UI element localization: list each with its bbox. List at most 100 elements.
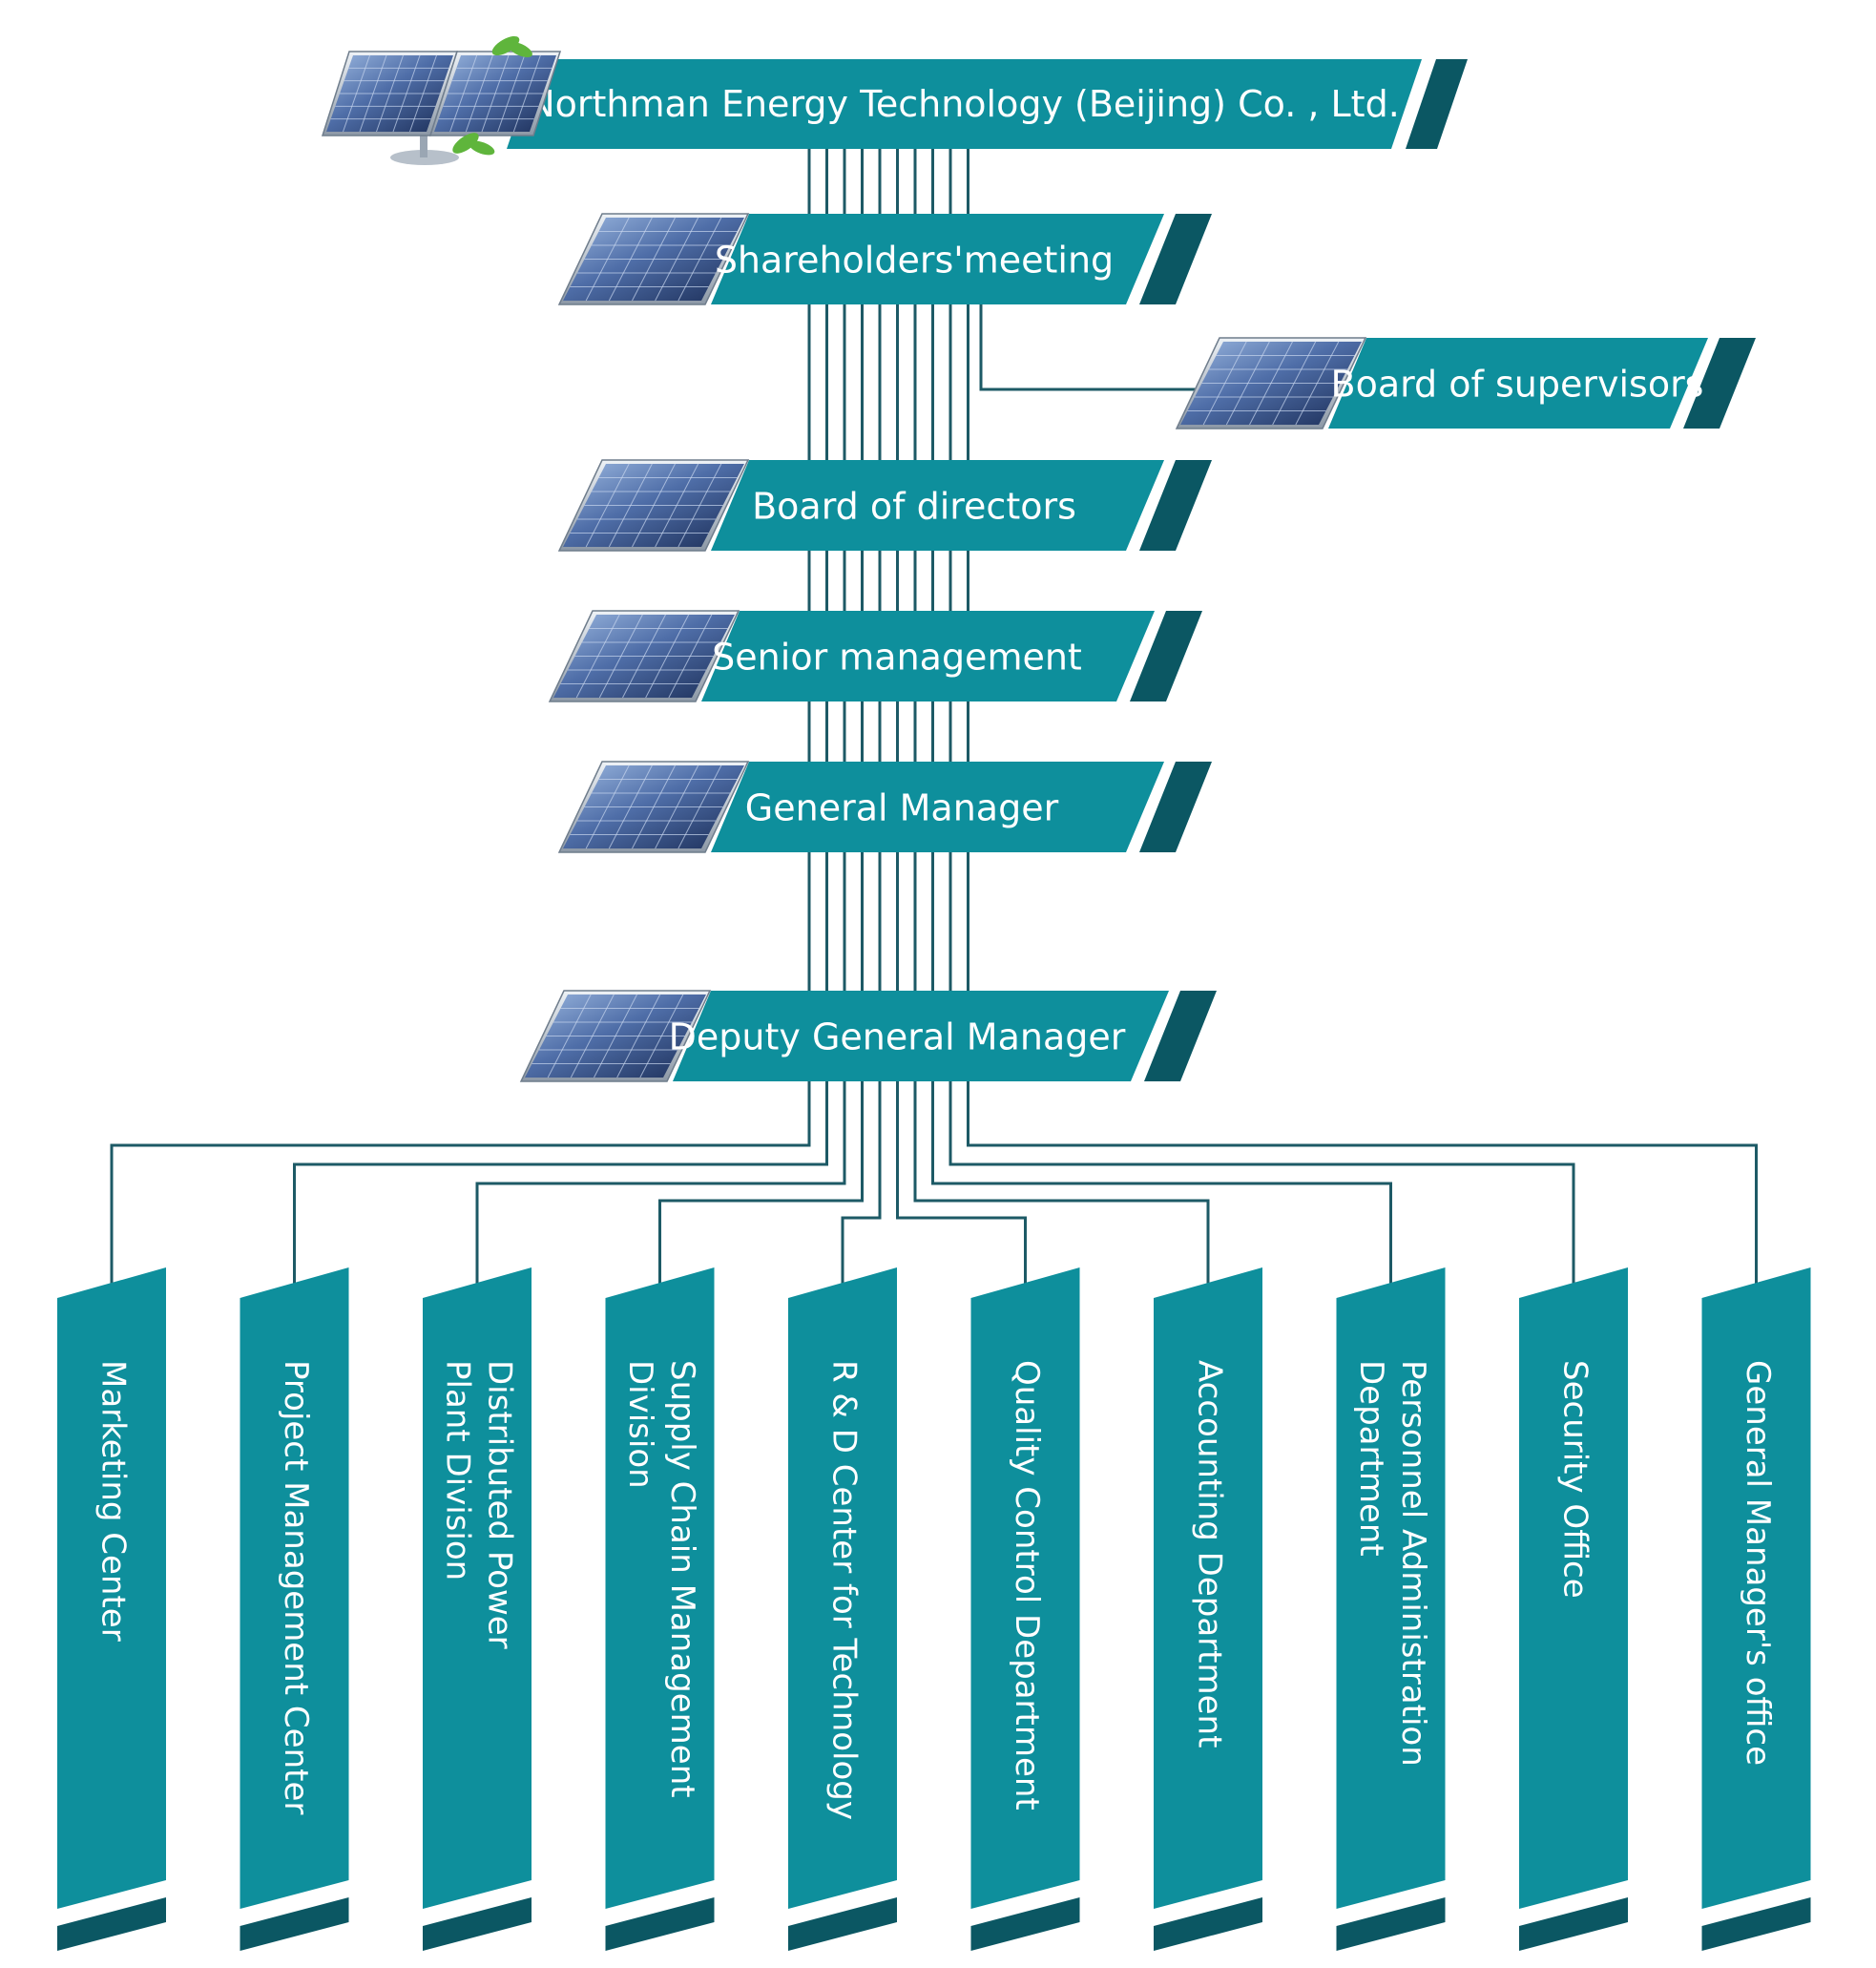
level-label: Senior management [712,637,1082,679]
department-stripe [57,1897,166,1951]
level-bar [701,611,1155,701]
solar-panel-icon [557,213,750,305]
department-stripe [1336,1897,1446,1951]
department-stripe [1701,1897,1811,1951]
department-column [1701,1267,1811,1909]
department-project: Project Management Center [239,1267,350,1951]
department-accounting: Accounting Department [1153,1267,1263,1951]
department-stripe [788,1897,897,1951]
level-stripe [1139,460,1212,551]
department-label: Quality Control Department [1008,1360,1046,1811]
company-header: Northman Energy Technology (Beijing) Co.… [507,59,1468,149]
department-stripe [1519,1897,1628,1951]
department-stripe [240,1897,349,1951]
solar-panel-icon [557,459,750,552]
solar-panel-icon [548,610,740,702]
level-bar [711,214,1164,304]
department-label: Accounting Department [1191,1360,1229,1748]
department-marketing: Marketing Center [56,1267,167,1951]
department-columns: Marketing Center Project Management Cente… [56,1267,1812,1951]
department-stripe [1154,1897,1262,1951]
connector-lines [110,149,1758,1284]
department-column [1336,1267,1446,1909]
department-stripe [423,1897,532,1951]
department-label: General Manager's office [1739,1360,1777,1766]
department-divider [1153,1886,1263,1918]
department-security: Security Office [1518,1267,1629,1951]
department-connector [658,1083,864,1284]
level-label: Deputy General Manager [669,1016,1126,1058]
solar-panel-icon [557,761,750,853]
department-column [423,1267,532,1909]
level-box-senior: Senior management [548,610,1202,702]
department-stripe [605,1897,715,1951]
solar-tree-logo [321,35,562,165]
department-connector [896,1083,1027,1284]
department-divider [1335,1886,1447,1918]
department-label: Supply Chain Management [663,1360,701,1798]
level-box-supervisors: Board of supervisors [1175,337,1756,429]
level-bar [711,762,1164,852]
department-label: Division [621,1360,659,1489]
department-label: Distributed Power [481,1360,519,1649]
department-gmoffice: General Manager's office [1700,1267,1812,1951]
department-label: Security Office [1556,1360,1595,1599]
level-stripe [1144,991,1217,1081]
level-stripe [1139,214,1212,304]
department-connector [948,1083,1575,1284]
solar-panel-icon [1175,337,1367,429]
department-column [788,1267,897,1909]
level-stripe [1683,338,1756,429]
department-label: R & D Center for Technology [825,1360,864,1820]
level-stripe [1130,611,1202,701]
department-label: Plant Division [439,1360,477,1581]
level-label: Board of directors [752,486,1076,528]
department-divider [604,1886,716,1918]
department-connector [110,1083,811,1284]
department-column [1519,1267,1628,1909]
department-connector [913,1083,1210,1284]
level-box-dgm: Deputy General Manager [519,990,1217,1082]
level-stripe [1139,762,1212,852]
level-box-gm: General Manager [557,761,1212,853]
company-title: Northman Energy Technology (Beijing) Co.… [528,83,1400,125]
level-bar [673,991,1169,1081]
department-column [970,1267,1080,1909]
leaf-icon [452,133,479,154]
department-divider [56,1886,167,1918]
leaf-icon [469,140,495,156]
department-label: Marketing Center [94,1360,133,1642]
department-divider [239,1886,350,1918]
department-column [605,1267,715,1909]
level-label: General Manager [745,787,1059,829]
leaf-icon [491,35,520,56]
department-divider [969,1886,1081,1918]
department-label: Project Management Center [277,1360,315,1814]
level-label: Shareholders'meeting [715,240,1114,282]
level-bar [711,460,1164,551]
department-column [240,1267,349,1909]
department-stripe [970,1897,1080,1951]
department-column [1154,1267,1262,1909]
level-bar [1328,338,1708,429]
level-box-directors: Board of directors [557,459,1212,552]
level-label: Board of supervisors [1331,364,1704,406]
department-connector [841,1083,882,1284]
department-label: Department [1352,1360,1390,1557]
level-box-shareholders: Shareholders'meeting [557,213,1212,305]
department-quality: Quality Control Department [969,1267,1081,1951]
department-connector [931,1083,1392,1284]
department-divider [787,1886,898,1918]
department-connector [475,1083,846,1284]
solar-panel-icon [519,990,712,1082]
leaf-icon [508,41,532,58]
department-column [57,1267,166,1909]
department-connector [967,1083,1758,1284]
department-divider [422,1886,532,1918]
department-label: Personnel Administration [1394,1360,1432,1767]
solar-panel-icon [321,51,459,136]
